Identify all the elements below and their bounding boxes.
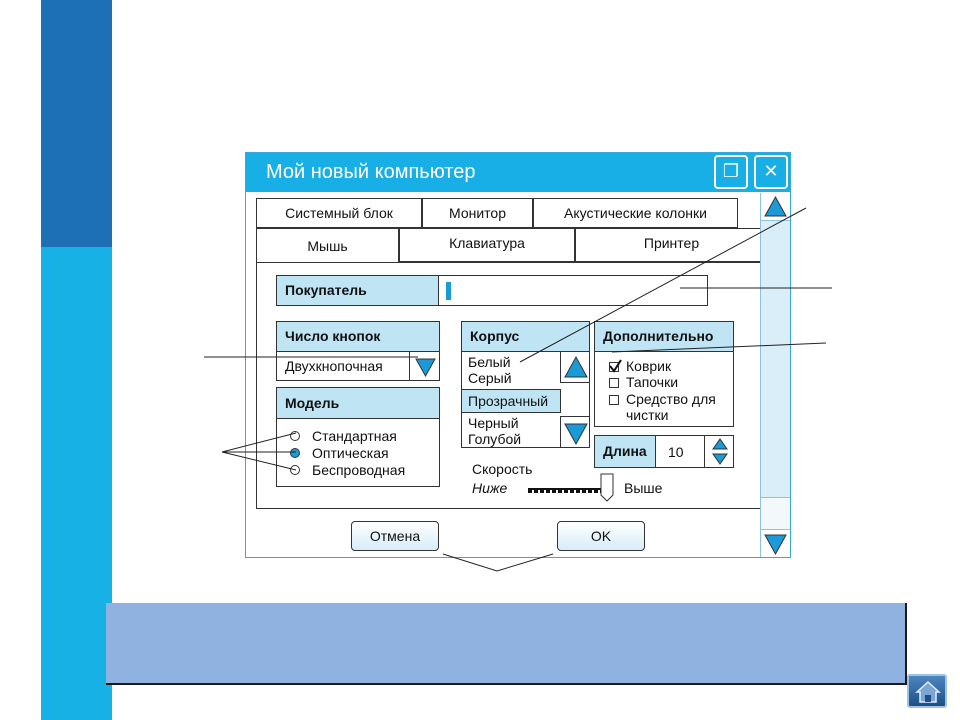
model-label: Модель [276, 387, 440, 419]
speed-slider-thumb[interactable] [599, 473, 615, 503]
restore-icon: ❐ [722, 161, 740, 181]
extra-checkbox-cleaner[interactable] [609, 395, 619, 405]
case-scroll-down[interactable] [560, 416, 590, 448]
length-value: 10 [668, 444, 684, 460]
scroll-thumb[interactable] [761, 497, 790, 529]
buttons-count-dropdown[interactable] [409, 352, 440, 380]
buttons-count-label: Число кнопок [276, 321, 440, 352]
close-icon: ✕ [763, 161, 779, 181]
case-option-white[interactable]: Белый [468, 354, 511, 370]
tab-monitor[interactable]: Монитор [422, 198, 533, 228]
speed-track[interactable] [528, 488, 602, 493]
home-button[interactable] [907, 674, 947, 708]
case-option-transparent-row[interactable]: Прозрачный [461, 389, 561, 413]
extra-item-cleaner: Средство для [626, 391, 716, 407]
close-button[interactable]: ✕ [754, 155, 788, 189]
cancel-button[interactable]: Отмена [351, 521, 439, 551]
tab-speakers[interactable]: Акустические колонки [533, 198, 738, 228]
ok-button[interactable]: OK [557, 521, 645, 551]
length-stepper[interactable]: 10 [655, 435, 734, 468]
buttons-count-value: Двухкнопочная [285, 358, 383, 374]
vertical-scrollbar[interactable] [760, 193, 790, 557]
model-option-wireless: Беспроводная [312, 462, 406, 478]
buyer-input[interactable] [438, 275, 708, 306]
model-radio-standard[interactable] [290, 431, 300, 441]
dialog-window: Мой новый компьютер ❐ ✕ Системный блок М… [245, 152, 791, 558]
length-spin-buttons[interactable] [704, 436, 734, 467]
case-option-transparent: Прозрачный [468, 393, 549, 409]
scroll-up-button[interactable] [761, 193, 790, 221]
restore-button[interactable]: ❐ [714, 155, 748, 189]
tab-mouse[interactable]: Мышь [256, 228, 399, 263]
buttons-count-select[interactable]: Двухкнопочная [276, 351, 440, 381]
arrow-up-icon [564, 355, 588, 378]
extra-checkbox-slippers[interactable] [609, 378, 619, 388]
case-option-gray[interactable]: Серый [468, 370, 512, 386]
model-radio-optical[interactable] [290, 448, 300, 458]
tab-keyboard[interactable]: Клавиатура [399, 228, 575, 262]
scroll-down-button[interactable] [761, 529, 790, 557]
spin-arrows-icon [712, 438, 728, 465]
window-title: Мой новый компьютер [266, 161, 476, 183]
model-option-optical: Оптическая [312, 445, 389, 461]
extra-checkbox-mat[interactable] [609, 359, 622, 373]
speed-label: Скорость [472, 461, 533, 477]
extra-item-slippers: Тапочки [626, 374, 679, 390]
extra-item-cleaner-cont: чистки [626, 407, 669, 423]
arrow-up-icon [764, 195, 787, 217]
side-bar-dark [41, 0, 112, 247]
chevron-down-icon [415, 358, 436, 378]
length-label: Длина [594, 435, 656, 468]
case-label: Корпус [461, 321, 590, 352]
title-bar: Мой новый компьютер ❐ ✕ [246, 153, 790, 192]
model-group [276, 418, 440, 487]
extra-label: Дополнительно [594, 321, 734, 352]
model-option-standard: Стандартная [312, 428, 397, 444]
home-icon [915, 680, 941, 703]
check-icon [609, 359, 622, 373]
speed-high-label: Выше [624, 480, 663, 496]
extra-item-mat: Коврик [626, 358, 672, 374]
footer-text-box [106, 603, 907, 685]
speed-low-label: Ниже [472, 480, 508, 496]
side-bar-light [41, 247, 112, 720]
text-cursor [446, 282, 451, 300]
tab-system-unit[interactable]: Системный блок [256, 198, 422, 228]
case-option-blue[interactable]: Голубой [468, 431, 522, 447]
case-option-black[interactable]: Черный [468, 415, 519, 431]
arrow-down-icon [564, 423, 588, 446]
buyer-label: Покупатель [276, 275, 439, 306]
arrow-down-icon [764, 534, 787, 556]
case-scroll-up[interactable] [560, 351, 590, 383]
